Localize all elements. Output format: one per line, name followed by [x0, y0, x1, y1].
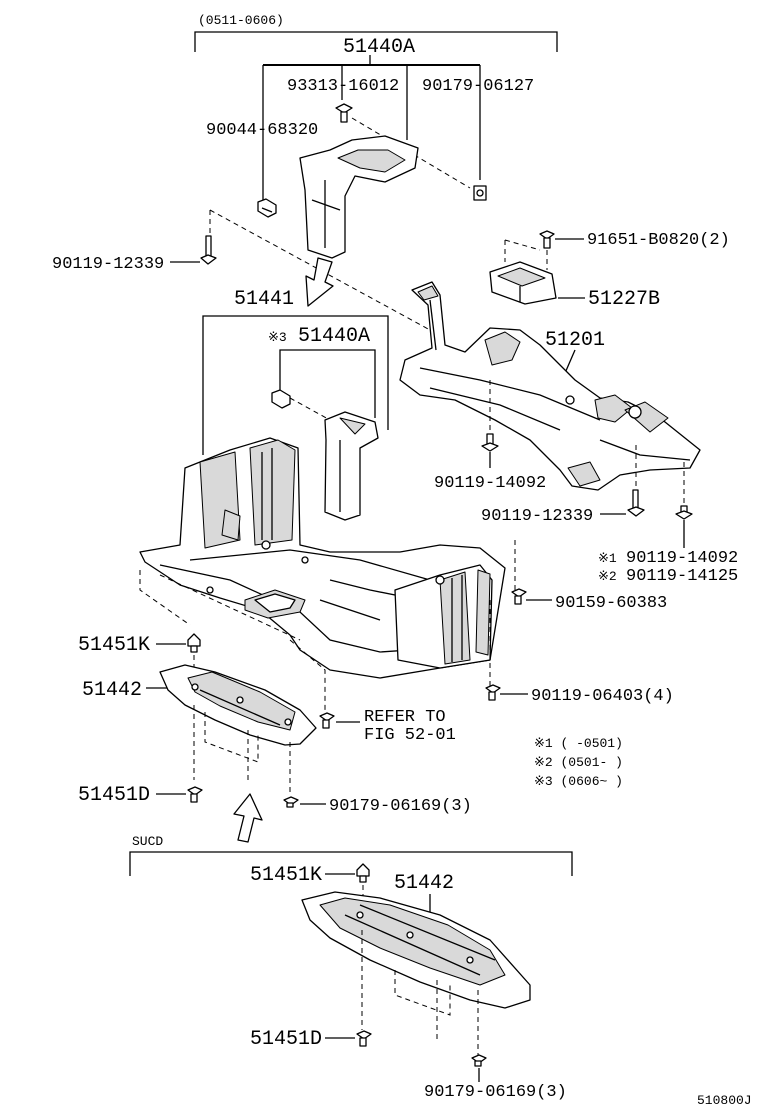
bolt-90179-06169-b-icon	[471, 1054, 487, 1067]
dash-bracket-mount	[209, 209, 431, 331]
shield-51442-upper-icon	[159, 664, 317, 746]
dash-91651-b	[504, 239, 541, 251]
under-cover-51441-icon	[139, 437, 506, 679]
part-number-51451D-b: 51451D	[250, 1028, 322, 1051]
clip-90044-icon	[257, 198, 277, 218]
leader-51441	[202, 315, 389, 455]
part-number-90119-14125: 90119-14125	[626, 567, 738, 586]
part-number-51442-b: 51442	[394, 872, 454, 895]
note-marker-3: ※3	[268, 330, 287, 345]
bolt-icon	[675, 505, 693, 520]
part-number-90119-14092-b: 90119-14092	[626, 549, 738, 568]
nut-90179-06127-icon	[473, 185, 487, 201]
bolt-90119-06403-group: 90119-06403(4)	[485, 684, 674, 706]
bolt-90119-12339-left: 90119-12339	[52, 235, 217, 274]
bolt-90159-60383-group: 90159-60383	[511, 588, 667, 613]
crossmember-51201-group: 51201	[399, 281, 701, 505]
clip-51451D-b-icon	[356, 1030, 372, 1047]
part-number-90179-06127: 90179-06127	[422, 77, 534, 96]
part-number-51441: 51441	[234, 288, 294, 311]
shield-51442-lower-icon	[301, 891, 531, 1009]
part-number-90119-12339-right: 90119-12339	[481, 507, 593, 526]
leader-51440A-mid	[279, 349, 376, 418]
part-number-51451K-b: 51451K	[250, 864, 322, 887]
bracket-51440A-group: (0511-0606) 51440A 93313-16012 90179-061…	[194, 13, 558, 331]
figure-code: 510800J	[697, 1093, 752, 1108]
bolt-icon	[627, 489, 645, 517]
part-number-90119-06403: 90119-06403(4)	[531, 687, 674, 706]
part-number-90119-14092: 90119-14092	[434, 474, 546, 493]
bolt-90179-06169-a-icon	[283, 796, 299, 808]
bolt-90119-14092-14125-group: ※1 90119-14092 ※2 90119-14125	[598, 505, 738, 586]
under-cover-51441-group: 51441 ※3 51440A	[139, 288, 516, 712]
range-bracket-sucd	[129, 851, 573, 876]
crossmember-51201-icon	[399, 281, 701, 491]
part-number-51451D-a: 51451D	[78, 784, 150, 807]
bolt-icon	[485, 684, 501, 701]
bolt-icon	[481, 433, 499, 452]
refer-label-line2: FIG 52-01	[364, 726, 456, 745]
range-label-sucd: SUCD	[132, 834, 163, 849]
bracket-51440A-mid-icon	[324, 411, 379, 521]
dash-cover-mid	[159, 574, 301, 641]
sucd-group: SUCD 51451K 51442 51451D	[129, 834, 573, 1102]
part-number-51440A-top: 51440A	[343, 36, 415, 59]
bolt-icon	[511, 588, 527, 605]
bracket-51227B-group: 91651-B0820(2) 51227B	[489, 230, 730, 311]
part-number-51440A-mid: 51440A	[298, 325, 370, 348]
part-number-90044-68320: 90044-68320	[206, 121, 318, 140]
part-number-51451K-a: 51451K	[78, 634, 150, 657]
part-number-90119-12339-left: 90119-12339	[52, 255, 164, 274]
notes-legend: ※1 ( -0501) ※2 (0501- ) ※3 (0606~ )	[534, 736, 623, 789]
part-number-51227B: 51227B	[588, 288, 660, 311]
note-3: ※3 (0606~ )	[534, 774, 623, 789]
dash-cover-left	[139, 570, 191, 626]
dash-cover-refer	[289, 639, 326, 712]
refer-label-line1: REFER TO	[364, 708, 446, 727]
part-number-51201: 51201	[545, 329, 605, 352]
clip-51451K-icon	[187, 633, 201, 653]
bracket-51440A-top-icon	[299, 135, 419, 259]
part-number-91651-B0820: 91651-B0820(2)	[587, 231, 730, 250]
dash-93313	[351, 117, 471, 189]
note-marker-2: ※2	[598, 569, 617, 584]
dash-bolts-b	[394, 970, 451, 1016]
part-number-90179-06169-a: 90179-06169(3)	[329, 797, 472, 816]
install-arrow-top	[305, 257, 334, 307]
note-2: ※2 (0501- )	[534, 755, 623, 770]
part-number-93313-16012: 93313-16012	[287, 77, 399, 96]
note-1: ※1 ( -0501)	[534, 736, 623, 751]
dash-clip-mid	[289, 397, 331, 421]
dash-bolts-a	[204, 712, 259, 763]
range-label-top: (0511-0606)	[198, 13, 284, 28]
shield-51442-upper-group: 51451K 51442 51451D	[78, 633, 472, 843]
bolt-91651-icon	[539, 230, 555, 249]
bolt-icon	[319, 712, 335, 729]
clip-icon	[271, 389, 291, 409]
part-number-90179-06169-b: 90179-06169(3)	[424, 1083, 567, 1102]
bolt-icon	[200, 235, 217, 265]
note-marker-1: ※1	[598, 551, 617, 566]
install-arrow-lower	[233, 793, 263, 843]
part-number-90159-60383: 90159-60383	[555, 594, 667, 613]
clip-51451D-icon	[187, 786, 203, 803]
bolt-90119-14092-group: 90119-14092	[434, 433, 546, 493]
refer-fig-52-01-group: REFER TO FIG 52-01	[319, 708, 456, 745]
bracket-51227B-icon	[489, 261, 557, 305]
clip-51451K-b-icon	[356, 863, 370, 883]
range-bracket-top	[194, 31, 558, 52]
bolt-90119-12339-right-group: 90119-12339	[481, 489, 645, 526]
part-number-51442-a: 51442	[82, 679, 142, 702]
bolt-93313-icon	[335, 103, 353, 123]
